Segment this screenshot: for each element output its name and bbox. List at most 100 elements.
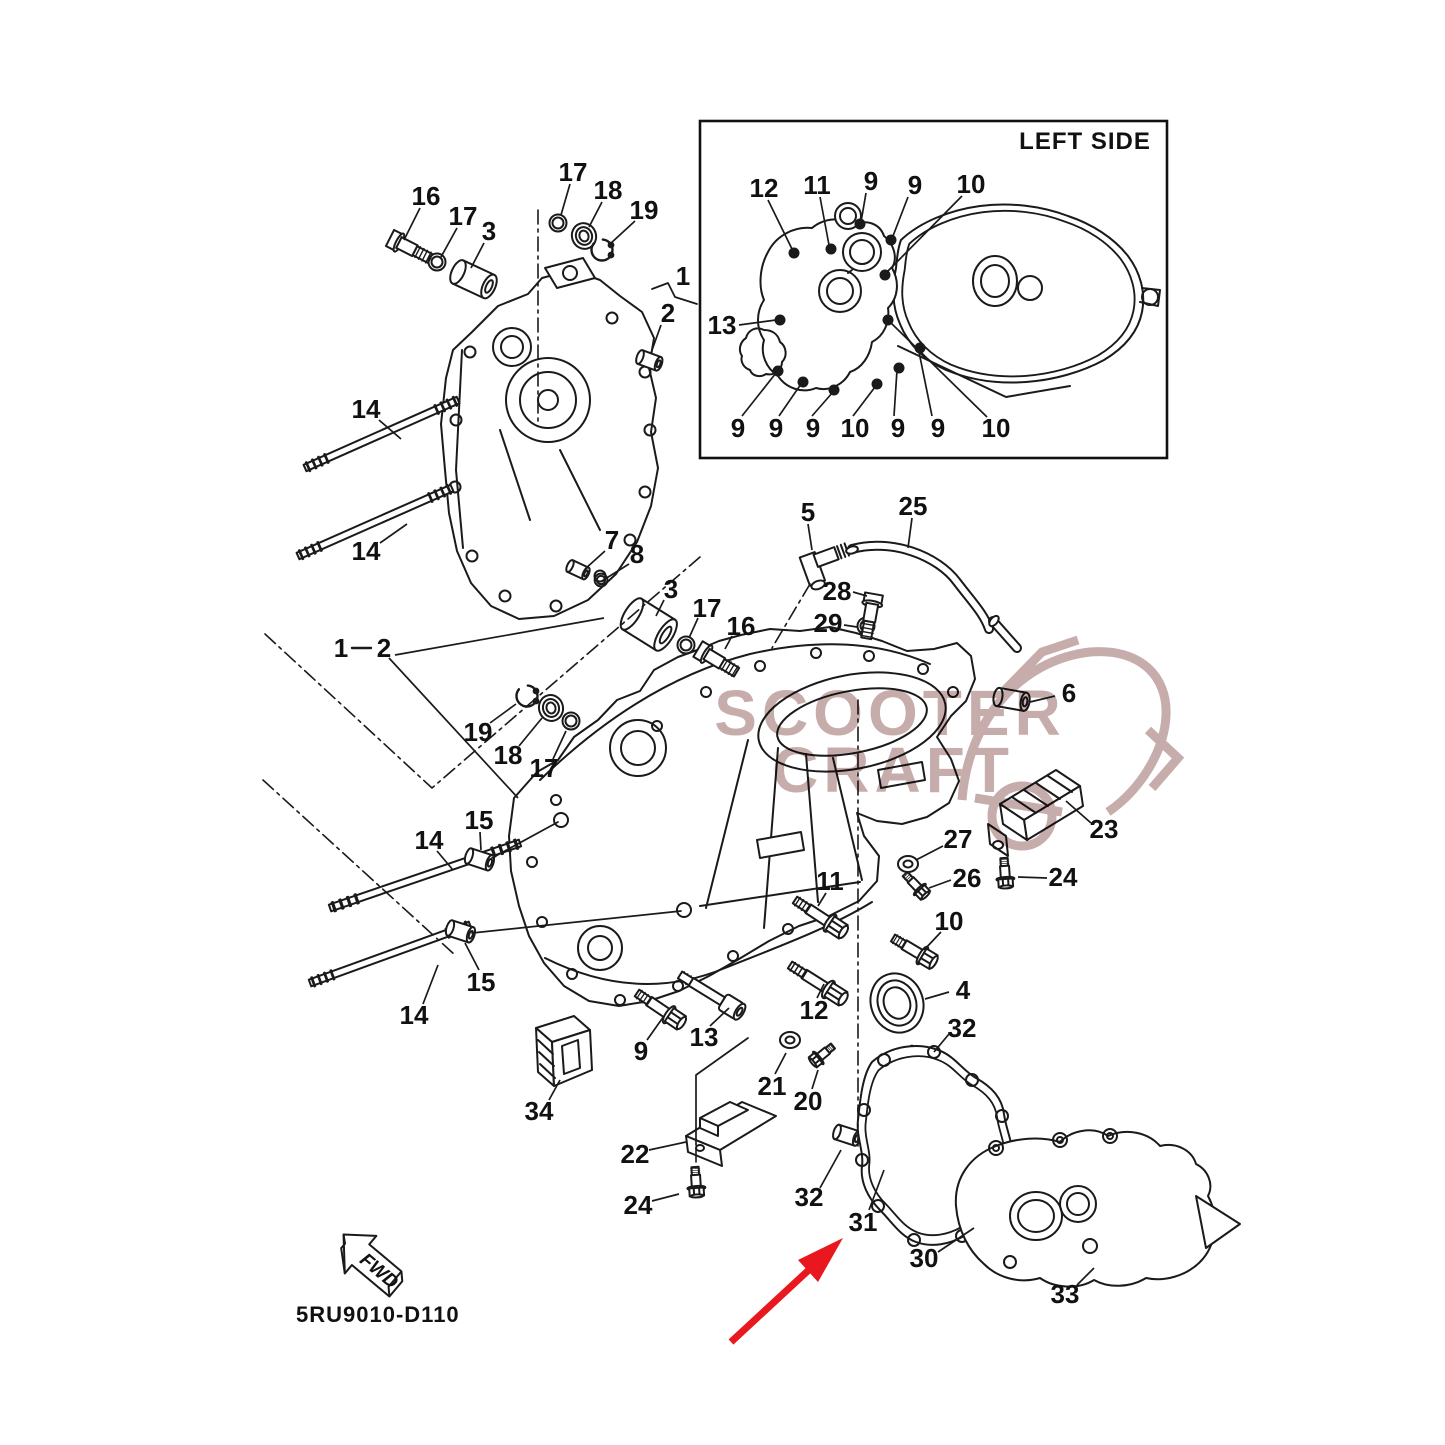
oring-17-b (548, 213, 568, 233)
part-callout-16: 16 (412, 181, 441, 211)
part-callout-10: 10 (957, 169, 986, 199)
inset-bolt-dot (885, 234, 897, 246)
part-callout-15: 15 (465, 805, 494, 835)
inset-bolt-dot (854, 218, 866, 230)
leader-line-9 (893, 369, 898, 417)
watermark-scooter-icon (957, 635, 1185, 851)
leader-line-9 (860, 192, 867, 223)
leader-line-7 (584, 550, 606, 570)
leader-line-9 (741, 372, 777, 417)
leader-line-21 (774, 1052, 787, 1075)
leader-line-15 (464, 942, 480, 971)
part-callout-24: 24 (624, 1190, 653, 1220)
part-callout-5: 5 (801, 497, 815, 527)
part-callout-20: 20 (794, 1086, 823, 1116)
part-callout-9: 9 (731, 413, 745, 443)
watermark: SCOOTER CRAFT (714, 635, 1185, 851)
leader-line-19 (609, 220, 636, 245)
callout-1-bracket (651, 282, 698, 305)
part-callout-9: 9 (769, 413, 783, 443)
leader-line-12 (816, 983, 825, 999)
part-callout-17: 17 (449, 201, 478, 231)
part-callout-18: 18 (594, 175, 623, 205)
part-callout-21: 21 (758, 1071, 787, 1101)
inset-bolt-dot (893, 362, 905, 374)
leader-line-27 (915, 845, 944, 861)
mount-block-34 (535, 1015, 593, 1087)
leader-line-14 (422, 964, 439, 1005)
part-callout-11: 11 (803, 170, 831, 200)
leader-line-17 (440, 227, 458, 258)
part-callout-25: 25 (899, 491, 928, 521)
leader-line-17 (552, 730, 567, 760)
seal-18-a (567, 218, 601, 254)
leader-line-14 (436, 850, 454, 871)
watermark-line1: SCOOTER (714, 677, 1065, 749)
inset-title: LEFT SIDE (1019, 128, 1151, 155)
red-pointer-arrow (728, 1238, 843, 1345)
leader-line-18 (518, 717, 543, 747)
inset-bolt-dots-layer (772, 218, 926, 396)
leader-line-5 (807, 523, 813, 551)
part-callout-3: 3 (664, 574, 678, 604)
part-callout-29: 29 (814, 608, 843, 638)
part-callout-10: 10 (841, 413, 870, 443)
part-callout-32: 32 (795, 1182, 824, 1212)
part-callout-16: 16 (727, 611, 756, 641)
part-callout-6: 6 (1062, 678, 1076, 708)
oring-17-c (561, 711, 581, 731)
part-callout-17: 17 (530, 753, 559, 783)
part-callout-30: 30 (910, 1243, 939, 1273)
leader-line-8 (604, 563, 630, 580)
inset-bolt-dot (788, 247, 800, 259)
inset-bolt-dot (828, 384, 840, 396)
leader-line-28 (852, 591, 868, 597)
part-callout-9: 9 (634, 1036, 648, 1066)
leader-line-17 (688, 617, 699, 639)
generator-cover-30-drawing (954, 1128, 1241, 1288)
inset-bolt-dot (914, 342, 926, 354)
collar-15-b (443, 918, 478, 945)
part-callout-34: 34 (525, 1096, 554, 1126)
leader-line-4 (924, 991, 950, 1000)
inset-bolt-dot (879, 269, 891, 281)
drawing-code: 5RU9010-D110 (296, 1302, 460, 1327)
leader-line-13 (738, 319, 777, 326)
leader-line-24 (1017, 876, 1048, 879)
leader-line-9 (811, 391, 834, 417)
part-callout-9: 9 (891, 413, 905, 443)
leader-line-23 (1065, 800, 1092, 824)
oring-17-a (427, 252, 447, 272)
leader-line-29 (843, 624, 858, 628)
clip-19-b (515, 684, 540, 708)
part-callout-1: 1 (334, 633, 348, 663)
part-callout-14: 14 (400, 1000, 429, 1030)
leader-line-30 (937, 1227, 975, 1253)
leader-line-32 (819, 1149, 842, 1189)
leader-line-9 (646, 1015, 665, 1041)
part-callout-14: 14 (352, 536, 381, 566)
leader-lines-layer (378, 183, 1095, 1286)
leader-line-2 (388, 657, 519, 799)
leader-line-24 (651, 1193, 680, 1202)
bolt-26 (898, 867, 933, 903)
part-callout-12: 12 (800, 995, 829, 1025)
stud-14-a (301, 393, 462, 475)
part-callout-10: 10 (982, 413, 1011, 443)
part-callout-19: 19 (630, 195, 659, 225)
part-callout-19: 19 (464, 717, 493, 747)
leader-line-34 (548, 1079, 561, 1101)
part-callout-14: 14 (415, 825, 444, 855)
part-callout-12: 12 (750, 173, 779, 203)
bolt-10 (886, 928, 942, 973)
leader-line-18 (588, 201, 603, 228)
part-callout-9: 9 (931, 413, 945, 443)
part-callout-9: 9 (864, 166, 878, 196)
part-callout-15: 15 (467, 967, 496, 997)
leader-line-22 (648, 1141, 687, 1151)
leader-line-31 (868, 1169, 885, 1211)
part-callout-4: 4 (956, 975, 971, 1005)
leader-line-33 (1076, 1267, 1095, 1286)
breather-hose-25 (845, 540, 1022, 653)
